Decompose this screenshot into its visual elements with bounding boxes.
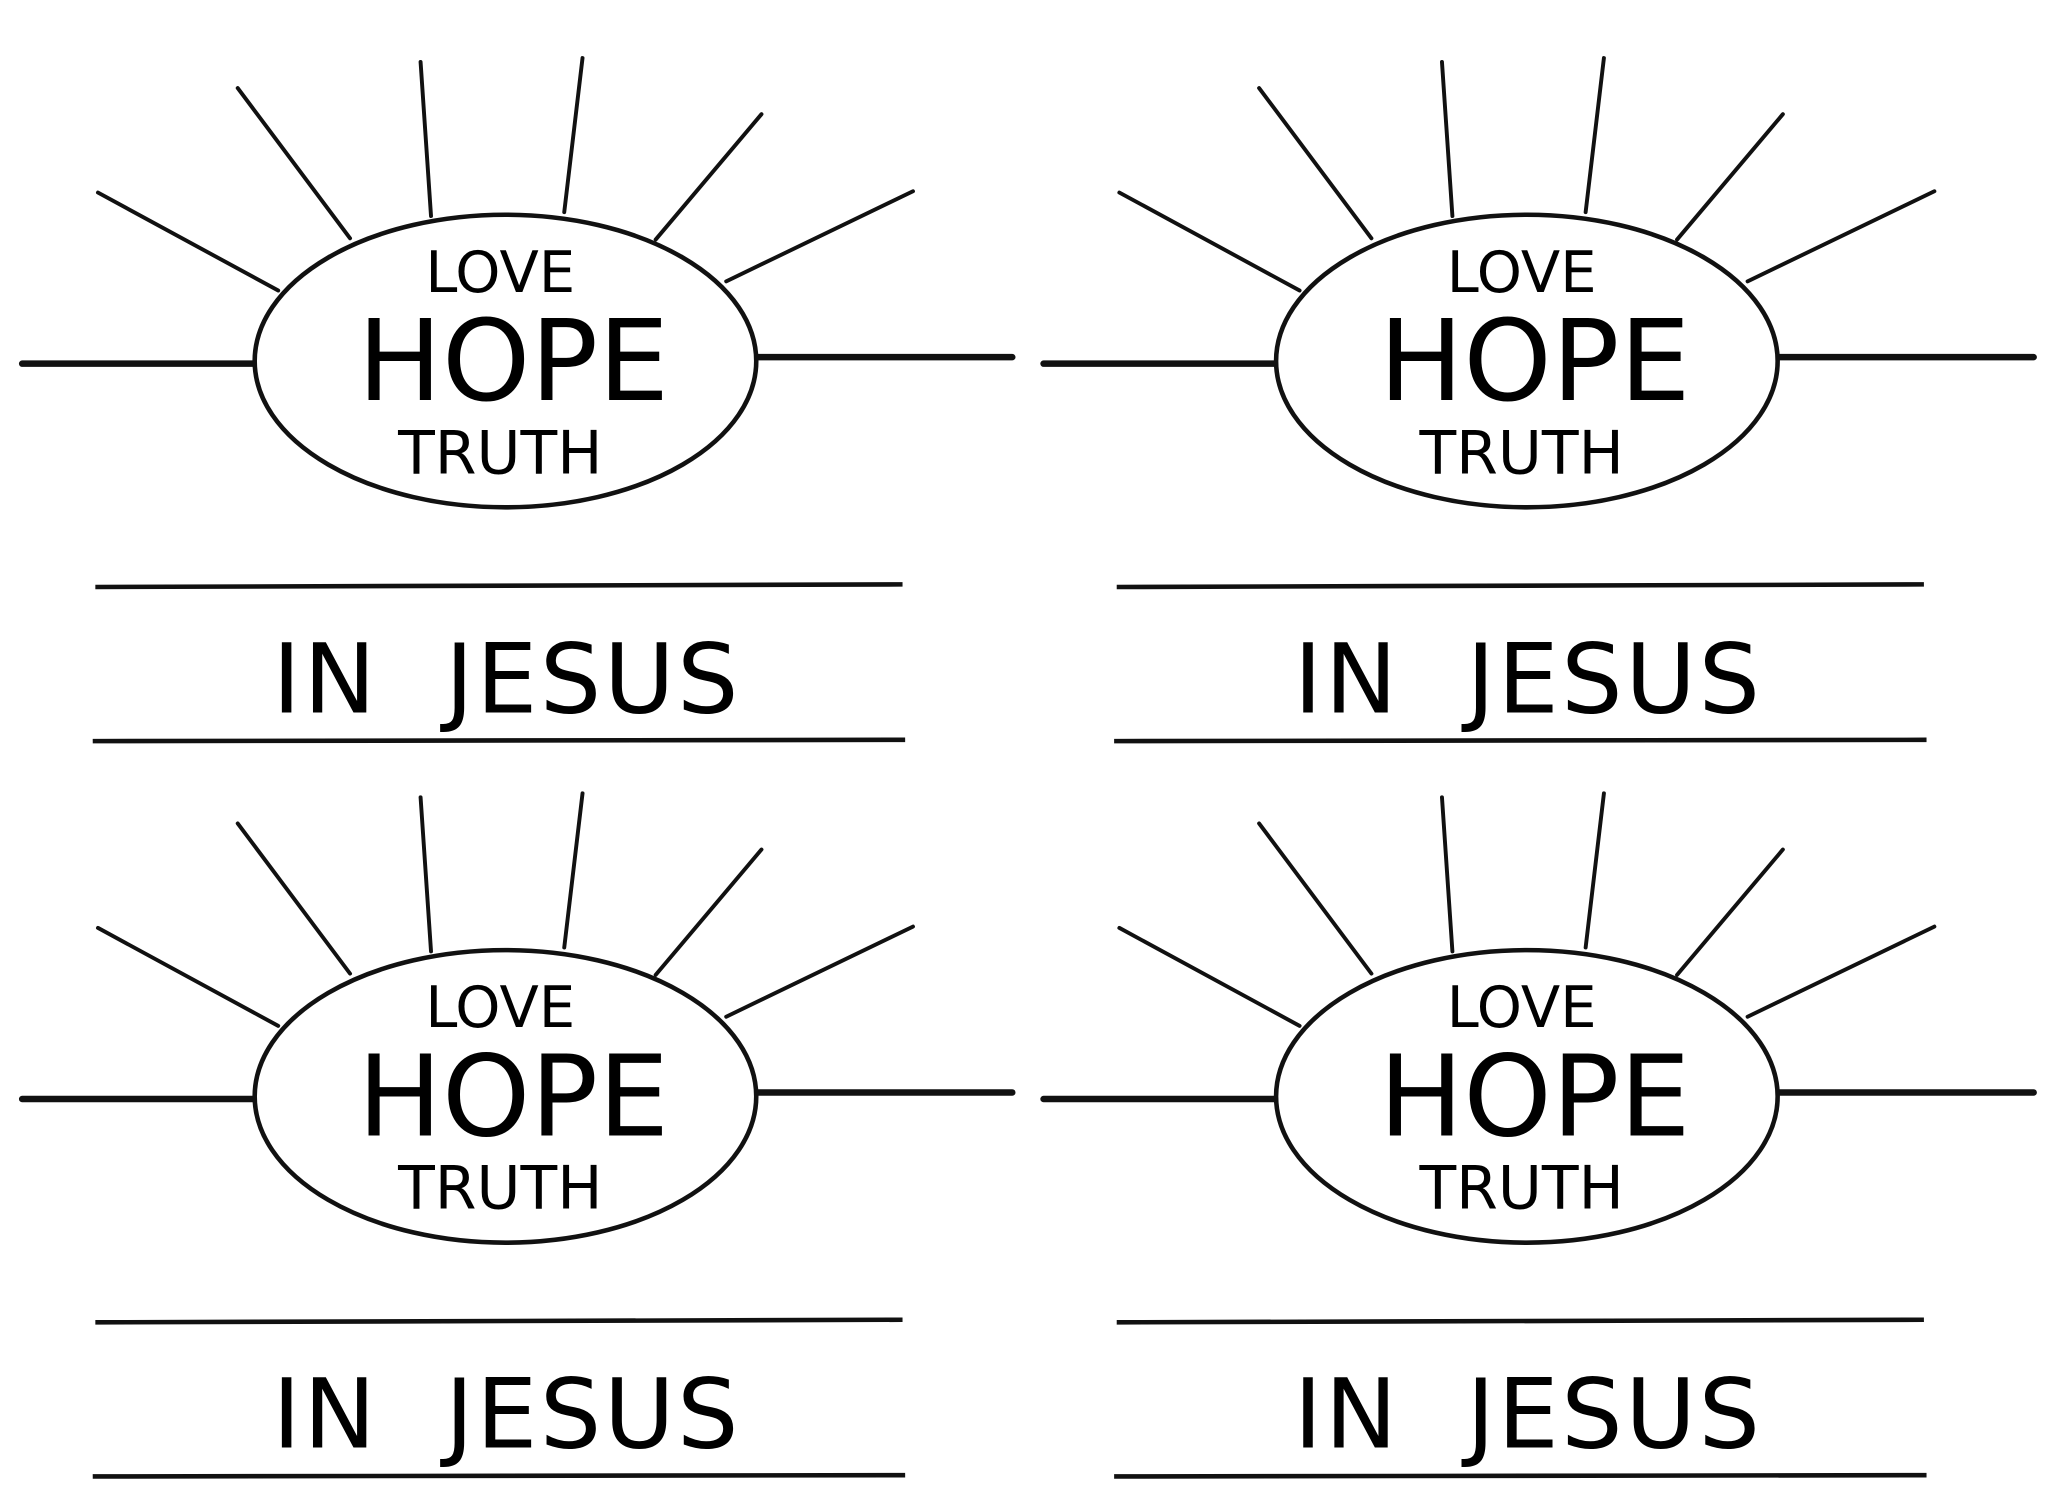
ray <box>235 86 352 241</box>
caption-text: IN JESUS <box>1294 1358 1763 1471</box>
love-word: LOVE <box>1447 239 1597 306</box>
truth-word: TRUTH <box>397 418 602 488</box>
ray <box>724 189 915 284</box>
ray <box>1583 56 1606 215</box>
hope-card: LOVE HOPE TRUTH IN JESUS <box>18 791 1016 1479</box>
hope-card: LOVE HOPE TRUTH IN JESUS <box>18 56 1016 744</box>
top-rule <box>95 1317 903 1325</box>
caption-text: IN JESUS <box>272 622 741 735</box>
ray <box>1583 791 1606 950</box>
love-word: LOVE <box>1447 974 1597 1041</box>
ray <box>1257 821 1374 976</box>
center-oval <box>1273 212 1780 510</box>
cards-grid: LOVE HOPE TRUTH IN JESUS LOVE HOPE TRUTH… <box>18 56 2037 1479</box>
ray <box>1675 847 1785 977</box>
top-rule <box>95 582 903 590</box>
hope-card: LOVE HOPE TRUTH IN JESUS <box>1040 791 2037 1479</box>
center-oval <box>252 212 759 510</box>
bottom-rule <box>92 1472 906 1479</box>
ray <box>1257 86 1374 241</box>
truth-word: TRUTH <box>1418 1154 1623 1224</box>
ray <box>653 847 764 977</box>
bottom-rule <box>1114 1472 1927 1479</box>
hope-word: HOPE <box>358 297 670 427</box>
truth-word: TRUTH <box>1418 418 1623 488</box>
bottom-rule <box>92 737 906 744</box>
ray <box>653 112 764 242</box>
ray <box>724 924 915 1019</box>
ray <box>235 821 352 976</box>
bottom-rule <box>1114 737 1927 744</box>
ray <box>1440 795 1455 954</box>
top-rule <box>1116 582 1924 590</box>
center-oval <box>252 947 759 1245</box>
ray <box>96 190 281 293</box>
caption-text: IN JESUS <box>272 1358 741 1471</box>
ray <box>562 791 585 950</box>
hope-word: HOPE <box>358 1033 670 1163</box>
ray <box>96 925 281 1028</box>
ray <box>418 795 433 954</box>
truth-word: TRUTH <box>397 1154 602 1224</box>
center-oval <box>1273 947 1780 1245</box>
ray <box>1745 189 1937 284</box>
ray <box>562 56 585 215</box>
ray <box>1117 190 1302 293</box>
hope-card: LOVE HOPE TRUTH IN JESUS <box>1040 56 2037 744</box>
caption-text: IN JESUS <box>1294 622 1763 735</box>
ray <box>1117 925 1302 1028</box>
ray <box>1675 112 1785 242</box>
ray <box>1440 59 1455 219</box>
hope-word: HOPE <box>1379 297 1691 427</box>
ray <box>1745 924 1937 1019</box>
top-rule <box>1116 1317 1924 1325</box>
ray <box>418 59 433 219</box>
love-word: LOVE <box>425 974 575 1041</box>
hope-word: HOPE <box>1379 1033 1691 1163</box>
love-word: LOVE <box>425 239 575 306</box>
